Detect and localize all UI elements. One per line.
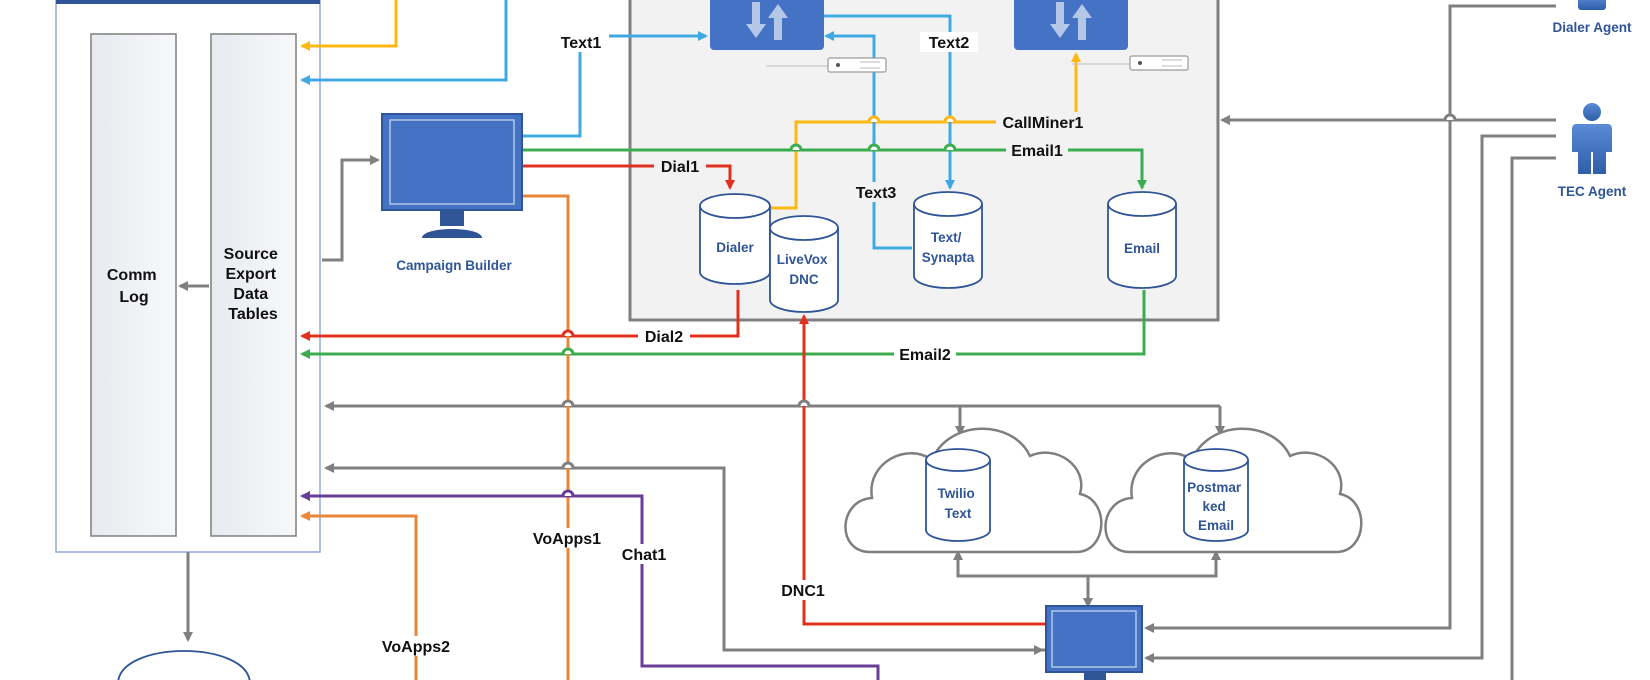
blue-text2-flow (824, 14, 955, 190)
source-export-label: Source Export Data Tables (224, 246, 283, 323)
data-store-header-bar (56, 0, 320, 4)
dialer-agent-label: Dialer Agent (1552, 20, 1632, 35)
blue-top-to-source (300, 0, 508, 85)
orange-voapps1-flow (522, 194, 570, 680)
livevox-dnc-database-label: LiveVox DNC (777, 252, 832, 287)
source-export-box (210, 33, 297, 537)
dialer-agent-person-icon (1578, 0, 1606, 10)
voapps1-label: VoApps1 (533, 531, 601, 548)
email-database (1107, 191, 1177, 289)
red-dial2-flow (300, 290, 740, 341)
flow-labels: Text1 Text2 Text3 Dial1 Dial2 Email1 Ema… (376, 32, 1090, 656)
chat1-label: Chat1 (622, 547, 667, 564)
gray-dialer-agent-to-monitor (1144, 4, 1556, 633)
postmarked-email-database-label: Postmar ked Email (1187, 480, 1245, 533)
red-dial1-flow (522, 164, 735, 190)
green-email1-flow (522, 148, 1147, 190)
dial2-label: Dial2 (645, 329, 683, 346)
email1-label: Email1 (1011, 143, 1063, 160)
blue-text1-flow (522, 31, 708, 138)
red-dnc1-flow (799, 314, 1048, 626)
dialer-database-label: Dialer (716, 240, 754, 255)
callminer1-label: CallMiner1 (1003, 115, 1084, 132)
gray-source-to-campaign (322, 155, 380, 262)
comm-log-box (90, 33, 177, 537)
twilio-text-database-label: Twilio Text (937, 486, 978, 521)
text-synapta-database-label: Text/ Synapta (922, 230, 975, 265)
campaign-builder-monitor-icon (381, 113, 523, 238)
purple-chat1-flow (300, 491, 880, 680)
gray-tec-agent-down (1510, 156, 1556, 680)
dial1-label: Dial1 (661, 159, 699, 176)
tec-agent-label: TEC Agent (1558, 184, 1627, 199)
gateway-icon-left (710, 0, 824, 50)
dnc1-label: DNC1 (781, 583, 825, 600)
voapps2-label: VoApps2 (382, 639, 450, 656)
gray-cloud-loop (326, 406, 1222, 430)
agent-desktop-monitor-icon (1045, 605, 1143, 680)
comm-log-label: Comm Log (107, 267, 161, 306)
yellow-callminer-flow (770, 52, 1081, 210)
gateway-icon-right (1014, 0, 1128, 50)
dialer-database (699, 193, 771, 285)
text-synapta-database (913, 191, 983, 289)
livevox-dnc-database (769, 215, 839, 313)
server-icon-right (1072, 55, 1189, 71)
bottom-left-db-top (117, 650, 251, 680)
email2-label: Email2 (899, 347, 951, 364)
server-icon-left (766, 57, 887, 73)
yellow-top-to-source (300, 0, 398, 51)
twilio-text-database (925, 448, 991, 542)
campaign-builder-label: Campaign Builder (396, 258, 512, 273)
crossing-humps (561, 113, 1457, 497)
orange-voapps2-flow (300, 511, 418, 680)
blue-text3-flow (824, 31, 912, 250)
text2-label: Text2 (929, 35, 970, 52)
tec-agent-person-icon (1572, 103, 1612, 174)
email-database-label: Email (1124, 241, 1160, 256)
postmarked-email-database (1183, 448, 1249, 542)
text1-label: Text1 (561, 35, 602, 52)
text3-label: Text3 (856, 185, 897, 202)
green-email2-flow (300, 290, 1146, 359)
gray-tec-agent-to-monitor-a (1144, 134, 1556, 663)
